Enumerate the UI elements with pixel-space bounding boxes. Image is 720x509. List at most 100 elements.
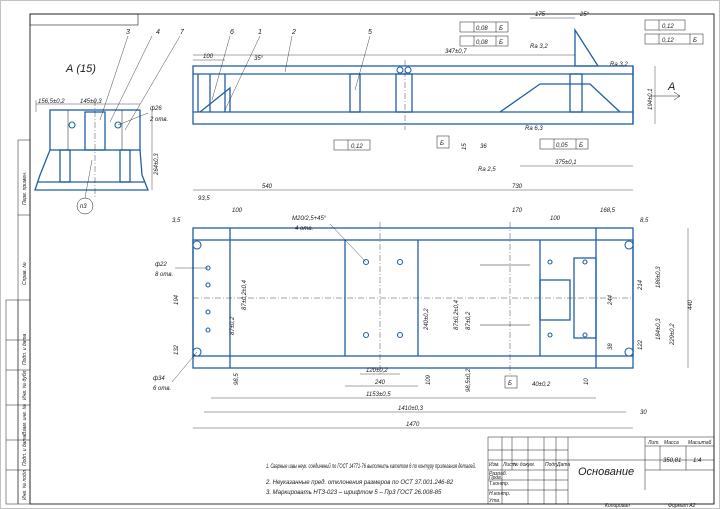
mass-value: 350,81 [663,458,681,464]
side-strip: Перв. примен. Справ. № Подп. и дата Инв.… [5,139,31,505]
view-a: А (15) 156,5±0,2 145±0,3 ф26 2 отв. 264±… [34,29,185,215]
stamp-col-2: № докум. [513,462,535,468]
plan-dim-3-5: 3,5 [172,218,181,224]
callout-thread-count: 4 отв. [295,226,313,232]
plan-dim-1410: 1410±0,3 [398,406,424,412]
callout-hole34-count: 6 отв. [153,386,171,392]
balloon-4: 4 [156,29,160,36]
roughness-3: Ra 6,3 [525,126,543,132]
front-dim-36: 36 [480,144,487,150]
plan-dim-229: 229±0,2 [670,323,676,346]
sheet-col-mass: Масса [664,440,679,446]
front-dim-175: 175 [535,12,546,18]
view-arrow-a: А [667,81,675,93]
stamp-col-1: Лист [502,462,516,468]
plan-dim-540: 540 [262,184,273,190]
stamp-row-1: Пров. [489,475,502,481]
tol-value-4: 0,12 [662,38,674,44]
side-label-2: Подп. и дата [22,333,28,365]
front-dim-194: 194±0,1 [648,88,654,110]
plan-dim-mid-4: 87±0,2 [466,311,472,330]
balloon-3: 3 [126,29,130,36]
plan-dim-30: 30 [640,410,647,416]
sheet-col-lit: Лит. [647,440,660,446]
plan-dim-8-5: 8,5 [640,218,649,224]
front-datum-b: Б [440,141,444,147]
plan-dim-186: 186±0,3 [656,266,662,288]
plan-dim-240: 240 [374,380,386,386]
drawing-title: Основание [578,466,634,478]
sheet-inner-frame [29,13,715,505]
stamp-col-3: Подп. [545,462,558,468]
tolerance-frame-1: 0,08 Б 0,08 Б [459,21,509,47]
tol-datum-2: Б [499,40,503,46]
stamp-row-0: Разраб. [489,471,507,477]
roughness-2: Ra 3,2 [610,62,628,68]
front-dim-347: 347±0,7 [445,49,467,55]
callout-hole34: ф34 [153,376,165,382]
tol-value-2: 0,08 [476,40,488,46]
tol-value-6: 0,05 [556,143,568,149]
plan-dim-730: 730 [512,184,523,190]
side-label-1: Справ. № [22,262,28,285]
balloon-2: 2 [291,29,296,36]
stamp-grid [488,437,568,504]
view-a-dim-height: 264±0,3 [154,153,160,176]
plan-dim-214: 214 [638,279,644,291]
plan-dim-120: 120±0,2 [366,368,388,374]
tol-value-5: 0,12 [351,144,363,150]
plan-dim-98-5: 98,5 [234,373,240,385]
balloon-7: 7 [180,29,185,36]
front-dim-angle: 35° [254,56,264,62]
front-dim-25deg: 25° [579,12,590,18]
plan-dim-184: 184±0,3 [656,318,662,340]
note-2: 2. Неуказанные пред. отклонения размеров… [265,480,454,486]
plan-dim-40: 40±0,2 [532,382,551,388]
scale-value: 1:4 [693,458,702,464]
format-label: Формат А2 [668,503,696,509]
plan-dim-170: 170 [512,208,523,214]
plan-dim-194: 194 [174,294,180,305]
plan-dim-mid-0: 87±0,2 [230,316,236,335]
plan-dim-100a: 100 [232,208,243,214]
plan-dim-1153: 1153±0,5 [366,392,391,398]
tol-datum-4: Б [693,38,697,44]
side-label-5: Подп. и дата [22,434,28,466]
technical-notes: 1. Сварные швы неук. соединений по ГОСТ … [265,463,476,496]
roughness-4: Ra 2,5 [478,167,496,173]
plan-dim-mid-3: 87±0,2±0,4 [454,299,460,330]
callout-thread: М20/2,5+45° [292,216,327,222]
front-view: 100 35° 347±0,7 175 25° 194±0,1 36 15 37… [192,12,704,173]
plan-dim-mid-2: 240±0,2 [424,308,430,331]
view-a-dim-holes: 2 отв. [149,117,168,123]
plan-dim-100b: 100 [550,216,561,222]
plan-dim-244: 244 [608,294,614,306]
stamp-row-3: Н.контр. [489,491,510,497]
balloon-5: 5 [368,29,372,36]
view-a-dim-width: 156,5±0,2 [38,99,65,105]
note-3: 3. Маркировать НТЗ-023 – шрифтом 5 – Пр3… [266,490,442,496]
view-a-dim-inner: 145±0,3 [80,99,102,105]
view-a-dim-hole: ф26 [150,106,162,112]
plan-view: 540 730 93,5 100 170 100 168,5 3,5 8,5 М… [153,184,694,429]
plan-dim-440: 440 [688,299,694,310]
note-1: 1. Сварные швы неук. соединений по ГОСТ … [266,463,476,470]
plan-dim-38: 38 [608,343,614,350]
front-dim-15: 15 [462,143,468,150]
balloon-6: 6 [230,29,234,36]
tol-value-1: 0,08 [476,26,488,32]
callout-hole22-count: 8 отв. [155,272,173,278]
top-left-code-box [29,13,139,26]
plan-dim-122: 122 [638,339,644,350]
balloon-1: 1 [258,29,262,36]
view-a-title: А (15) [65,63,96,75]
tol-datum-6: Б [579,143,583,149]
view-a-balloon: п3 [80,204,87,210]
roughness-1: Ra 3,2 [530,44,548,50]
side-label-4: Взам. инв. № [22,403,28,435]
stamp-row-2: Т.контр. [489,481,509,487]
tolerance-frame-3: 0,12 0,05 Б [333,138,589,151]
tolerance-frame-2: 0,12 0,12 Б [644,19,704,45]
tol-value-3: 0,12 [662,24,674,30]
